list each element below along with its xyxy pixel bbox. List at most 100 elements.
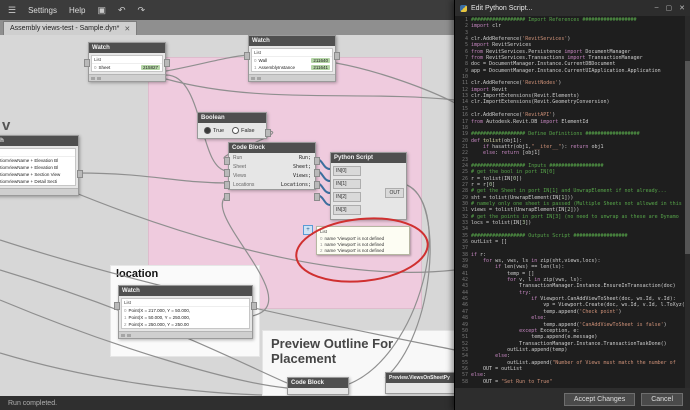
code-text: if r: [471,252,486,258]
editor-title-bar[interactable]: Edit Python Script... – ▢ ✕ [455,0,690,16]
code-token: "Number of Views must match the number o… [552,359,676,366]
code-text: doc = DocumentManager.Instance.CurrentDB… [471,61,616,67]
output-port[interactable] [265,129,271,137]
input-port[interactable]: IN[2] [333,192,361,202]
node-title[interactable]: Watch [0,136,78,146]
output-port[interactable] [77,170,83,178]
value-chip: 215827 [140,65,160,70]
maximize-icon[interactable]: ▢ [665,5,673,12]
output-port[interactable] [334,52,340,60]
line-number: 53 [461,346,468,353]
node-title[interactable]: Code Block [229,143,315,153]
output-port[interactable] [314,157,320,165]
accept-changes-button[interactable]: Accept Changes [563,392,636,406]
output-port[interactable] [314,193,320,201]
code-token: temp = [] [471,270,535,277]
code-token: 0 [513,175,517,182]
node-watch-views[interactable]: Watch List 0SectionViewName + Elevation … [0,135,83,196]
code-token: if [531,296,541,303]
output-port[interactable] [251,302,257,310]
menu-settings[interactable]: Settings [28,5,57,15]
input-port[interactable] [224,193,230,201]
node-title[interactable]: Preview.ViewsOnSheetPy [386,373,454,383]
node-python-script[interactable]: Python Script IN[0] IN[1] IN[2] IN[3] OUT [330,152,407,220]
code-line: 24################## Inputs ############… [455,163,690,169]
input-port[interactable]: IN[3] [333,205,361,215]
code-text: import RevitServices [471,42,531,48]
menu-help[interactable]: Help [68,5,86,15]
code-text: temp.append(e.message) [471,334,597,340]
node-title[interactable]: Watch [249,36,335,46]
radio-false[interactable]: False [232,127,255,134]
code-token: : [507,353,511,360]
input-port[interactable] [114,302,120,310]
input-port[interactable] [84,59,90,67]
wire [165,78,455,101]
code-editor[interactable]: 1################## Import References ##… [455,16,690,388]
code-token: v, l [519,277,535,284]
code-line: 44 try: [455,290,690,296]
hamburger-menu-icon[interactable]: ☰ [8,4,17,15]
workspace-tab[interactable]: Assembly views-test - Sample.dyn* ✕ [3,21,138,35]
code-text: ################## Outputs Script ######… [471,233,628,239]
tab-close-icon[interactable]: ✕ [124,25,131,33]
code-token: ################## Define Definitions ##… [471,131,640,138]
redo-icon[interactable]: ↷ [137,4,146,15]
code-token: clr [492,23,502,30]
undo-icon[interactable]: ↶ [117,4,126,15]
editor-scrollbar[interactable] [685,16,690,388]
code-line: 48 else: [455,315,690,321]
line-number: 29 [461,194,468,201]
preview-bubble-expander[interactable]: + [303,225,313,235]
node-title[interactable]: Watch [119,286,252,296]
row-index: 2 [320,247,323,253]
code-text: locs = tolist(IN[3]) [471,220,531,226]
code-text: outList.append(temp) [471,347,567,353]
node-boolean[interactable]: Boolean True False [197,112,271,139]
node-title[interactable]: Python Script [331,153,406,163]
output-port[interactable] [164,59,170,67]
node-code-block-2[interactable]: Code Block [287,377,349,395]
row-text: Point(X = 217.000, Y = 50.000, [128,308,191,313]
code-token: in [534,277,544,284]
code-token [471,144,483,150]
code-text: outList = [] [471,239,507,245]
input-port[interactable]: IN[1] [333,179,361,189]
input-port[interactable] [224,169,230,177]
cancel-button[interactable]: Cancel [641,392,683,406]
input-port[interactable]: IN[0] [333,166,361,176]
line-number: 58 [461,378,468,385]
node-title[interactable]: Boolean [198,113,266,123]
node-body: List 0SectionViewName + Elevation Bl1Sec… [0,148,78,186]
output-port[interactable]: OUT [385,187,404,198]
minimize-icon[interactable]: – [654,4,659,11]
node-title[interactable]: Watch [89,43,165,53]
close-icon[interactable]: ✕ [679,5,685,12]
export-workspace-icon[interactable]: ▣ [97,4,106,15]
input-port[interactable] [224,181,230,189]
node-preview-views-on-sheet[interactable]: Preview.ViewsOnSheetPy [385,372,455,394]
code-token: locs = tolist(IN[ [471,220,523,226]
input-port[interactable] [244,52,250,60]
line-number: 18 [461,124,468,131]
input-port[interactable] [224,157,230,165]
node-title[interactable]: Code Block [288,378,348,388]
canvas[interactable]: location Preview Outline For Placement v [0,35,455,396]
scrollbar-thumb[interactable] [685,60,690,255]
output-port[interactable] [314,181,320,189]
radio-true[interactable]: True [204,127,224,134]
output-port[interactable] [314,169,320,177]
input-port-label: Views [233,172,247,179]
row-index: 1 [124,315,127,320]
